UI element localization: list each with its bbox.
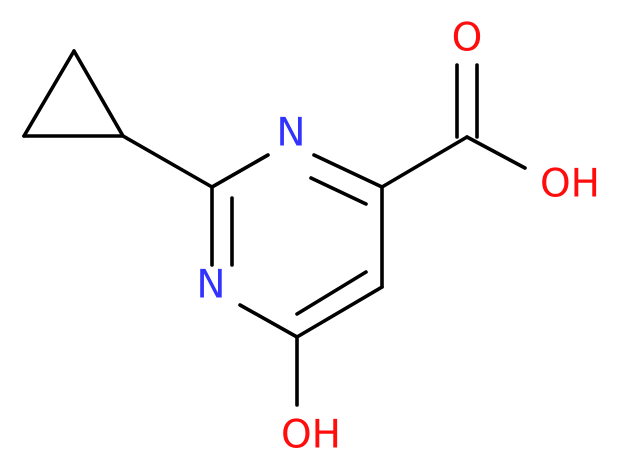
bond-n1-c6-double — [309, 176, 368, 206]
atom-carbonyl-o: O — [452, 16, 483, 61]
bond-cyclopropyl-to-c2 — [121, 134, 214, 189]
atom-n-bottom: N — [196, 263, 225, 308]
bond-c5-c4 — [295, 285, 384, 339]
bond-c4-n3 — [238, 303, 299, 339]
bond-carboxyl-oh — [465, 135, 527, 170]
bond-cyclopropyl-top-right — [72, 49, 125, 138]
atom-n-top: N — [276, 111, 305, 156]
bond-c5-c4-double — [295, 270, 368, 316]
atom-hydroxy-oh: OH — [281, 413, 341, 458]
atom-acid-oh: OH — [540, 162, 600, 207]
bond-n1-c6 — [312, 153, 384, 189]
bond-c2-n1 — [210, 153, 270, 189]
bond-c6-carboxyl — [380, 135, 469, 189]
bond-cyclopropyl-top-left — [22, 49, 76, 138]
